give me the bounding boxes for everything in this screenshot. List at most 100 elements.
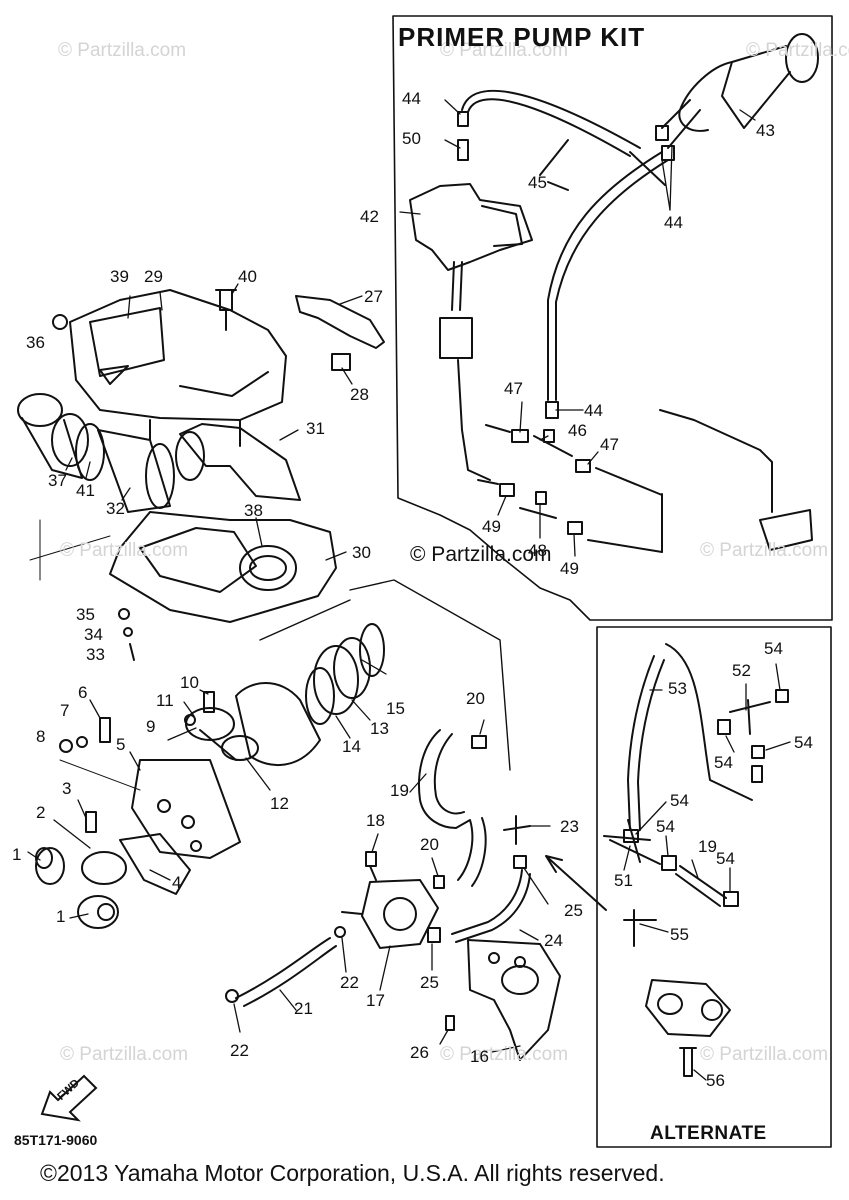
watermark-center: © Partzilla.com [410, 543, 552, 566]
part-number-label: 28 [350, 385, 369, 404]
part-number-label: 11 [156, 691, 174, 710]
hose-45-a [461, 89, 641, 149]
watermark-faint: © Partzilla.com [60, 540, 189, 561]
part-number-label: 54 [764, 639, 783, 658]
hose-19 [418, 729, 474, 881]
part-number-label: 25 [420, 973, 439, 992]
part-number-label: 54 [714, 753, 733, 772]
bracket-42 [409, 183, 533, 271]
forward-arrow-icon: FWD [38, 1068, 102, 1127]
part-number-label: 55 [670, 925, 689, 944]
plate-5 [131, 759, 241, 859]
part-number-label: 21 [294, 999, 313, 1018]
part-number-label: 19 [698, 837, 717, 856]
part-number-label: 33 [86, 645, 105, 664]
part-number-label: 1 [12, 845, 22, 864]
part-number-label: 12 [270, 794, 289, 813]
part-number-label: 44 [584, 401, 603, 420]
airbox-base-30 [109, 511, 337, 623]
watermark-faint: © Partzilla.com [60, 1044, 189, 1065]
part-number-label: 19 [390, 781, 409, 800]
part-number-label: 36 [26, 333, 45, 352]
part-number-label: 22 [340, 973, 359, 992]
part-number-label: 34 [84, 625, 103, 644]
part-number-label: 22 [230, 1041, 249, 1060]
part-number-label: 6 [78, 683, 88, 702]
hose-21 [235, 937, 331, 999]
part-number-label: 53 [668, 679, 687, 698]
part-number-label: 18 [366, 811, 385, 830]
bracket-16 [467, 939, 561, 1061]
part-number-label: 17 [366, 991, 385, 1010]
part-number-label: 1 [56, 907, 66, 926]
copyright-notice: ©2013 Yamaha Motor Corporation, U.S.A. A… [40, 1160, 665, 1186]
primer-kit-frame [392, 15, 833, 621]
part-number-label: 54 [656, 817, 675, 836]
watermark-faint: © Partzilla.com [700, 540, 829, 561]
hose-45-d [555, 159, 669, 401]
part-number-label: 51 [614, 871, 633, 890]
part-number-label: 45 [528, 173, 547, 192]
part-number-label: 30 [352, 543, 371, 562]
part-number-label: 27 [364, 287, 383, 306]
part-number-label: 50 [402, 129, 421, 148]
hose-53 [627, 655, 655, 831]
alternate-frame [596, 626, 832, 1148]
part-number-label: 54 [670, 791, 689, 810]
part-number-label: 41 [76, 481, 95, 500]
part-number-label: 10 [180, 673, 199, 692]
part-number-label: 40 [238, 267, 257, 286]
watermark-faint: © Partzilla.com [746, 40, 849, 61]
part-number-label: 56 [706, 1071, 725, 1090]
part-number-label: 8 [36, 727, 46, 746]
watermark-faint: © Partzilla.com [440, 40, 569, 61]
part-number-label: 31 [306, 419, 325, 438]
part-number-label: 48 [528, 541, 547, 560]
part-number-label: 3 [62, 779, 72, 798]
hose-45-b [467, 98, 631, 157]
airbox-cover-29 [69, 289, 287, 421]
part-number-label: 42 [360, 207, 379, 226]
part-number-label: 23 [560, 817, 579, 836]
part-number-label: 32 [106, 499, 125, 518]
part-number-label: 29 [144, 267, 163, 286]
part-number-label: 54 [716, 849, 735, 868]
part-number-label: 24 [544, 931, 563, 950]
part-number-label: 47 [600, 435, 619, 454]
drawing-code: 85T171-9060 [14, 1132, 98, 1148]
part-number-label: 2 [36, 803, 46, 822]
part-number-label: 49 [560, 559, 579, 578]
part-number-label: 25 [564, 901, 583, 920]
part-number-label: 20 [466, 689, 485, 708]
part-number-label: 9 [146, 717, 156, 736]
watermark-faint: © Partzilla.com [440, 1044, 569, 1065]
part-number-label: 49 [482, 517, 501, 536]
hose-24 [451, 869, 523, 935]
part-number-label: 46 [568, 421, 587, 440]
watermark-faint: © Partzilla.com [58, 40, 187, 61]
part-number-label: 44 [402, 89, 421, 108]
part-number-label: 47 [504, 379, 523, 398]
part-number-label: 4 [172, 873, 182, 892]
part-number-label: 54 [794, 733, 813, 752]
part-number-label: 38 [244, 501, 263, 520]
part-number-label: 14 [342, 737, 361, 756]
part-number-label: 13 [370, 719, 389, 738]
part-number-label: 37 [48, 471, 67, 490]
part-number-label: 26 [410, 1043, 429, 1062]
part-number-label: 5 [116, 735, 126, 754]
hose-45-c [547, 151, 663, 401]
part-number-label: 15 [386, 699, 405, 718]
part-number-label: 35 [76, 605, 95, 624]
fuel-pump-17 [361, 879, 439, 949]
primer-pump-kit-title: PRIMER PUMP KIT [398, 22, 646, 52]
watermark-faint: © Partzilla.com [700, 1044, 829, 1065]
part-number-label: 43 [756, 121, 775, 140]
part-number-label: 52 [732, 661, 751, 680]
alternate-title: ALTERNATE [650, 1123, 767, 1144]
part-number-label: 44 [664, 213, 683, 232]
part-number-label: 7 [60, 701, 70, 720]
part-number-label: 20 [420, 835, 439, 854]
